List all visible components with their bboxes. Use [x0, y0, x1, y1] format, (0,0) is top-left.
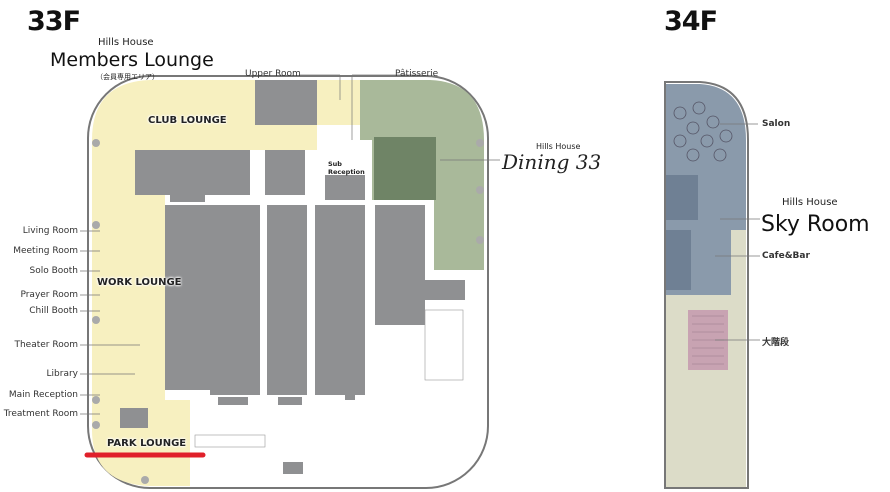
- dining-kitchen: [374, 137, 436, 200]
- label-solo-booth: Solo Booth: [29, 266, 78, 276]
- zone-park-lounge[interactable]: PARK LOUNGE: [107, 438, 187, 449]
- label-sub-reception: Sub Reception: [328, 160, 365, 176]
- label-treatment-room: Treatment Room: [3, 409, 78, 419]
- label-salon: Salon: [762, 119, 791, 129]
- floor-33-title: 33F: [27, 6, 81, 37]
- members-only-note: （会員専用エリア）: [96, 73, 159, 81]
- club-work-lounge-area: [92, 80, 252, 400]
- sky-room-brand: Hills House: [782, 197, 838, 208]
- label-chill-booth: Chill Booth: [29, 306, 78, 316]
- label-prayer-room: Prayer Room: [20, 290, 78, 300]
- label-library: Library: [46, 369, 78, 379]
- label-cafe-bar: Cafe&Bar: [762, 251, 810, 261]
- label-patisserie: Pâtisserie: [395, 69, 439, 79]
- label-theater-room: Theater Room: [14, 340, 78, 350]
- label-grand-stairs: 大階段: [762, 338, 790, 348]
- members-lounge-title: Members Lounge: [50, 49, 214, 71]
- dining-33-logo: Dining 33: [502, 150, 602, 174]
- label-meeting-room: Meeting Room: [13, 246, 78, 256]
- core-blocks: [120, 80, 465, 474]
- zone-work-lounge[interactable]: WORK LOUNGE: [97, 277, 182, 288]
- label-upper-room: Upper Room: [245, 69, 301, 79]
- dining-brand: Hills House: [536, 142, 581, 151]
- floor-34-title: 34F: [664, 6, 718, 37]
- zone-club-lounge[interactable]: CLUB LOUNGE: [148, 115, 227, 126]
- park-lounge-area: [92, 400, 190, 486]
- sky-room-title: Sky Room: [761, 212, 870, 237]
- label-living-room: Living Room: [22, 226, 78, 236]
- label-main-reception: Main Reception: [8, 390, 78, 400]
- members-lounge-brand: Hills House: [98, 37, 154, 48]
